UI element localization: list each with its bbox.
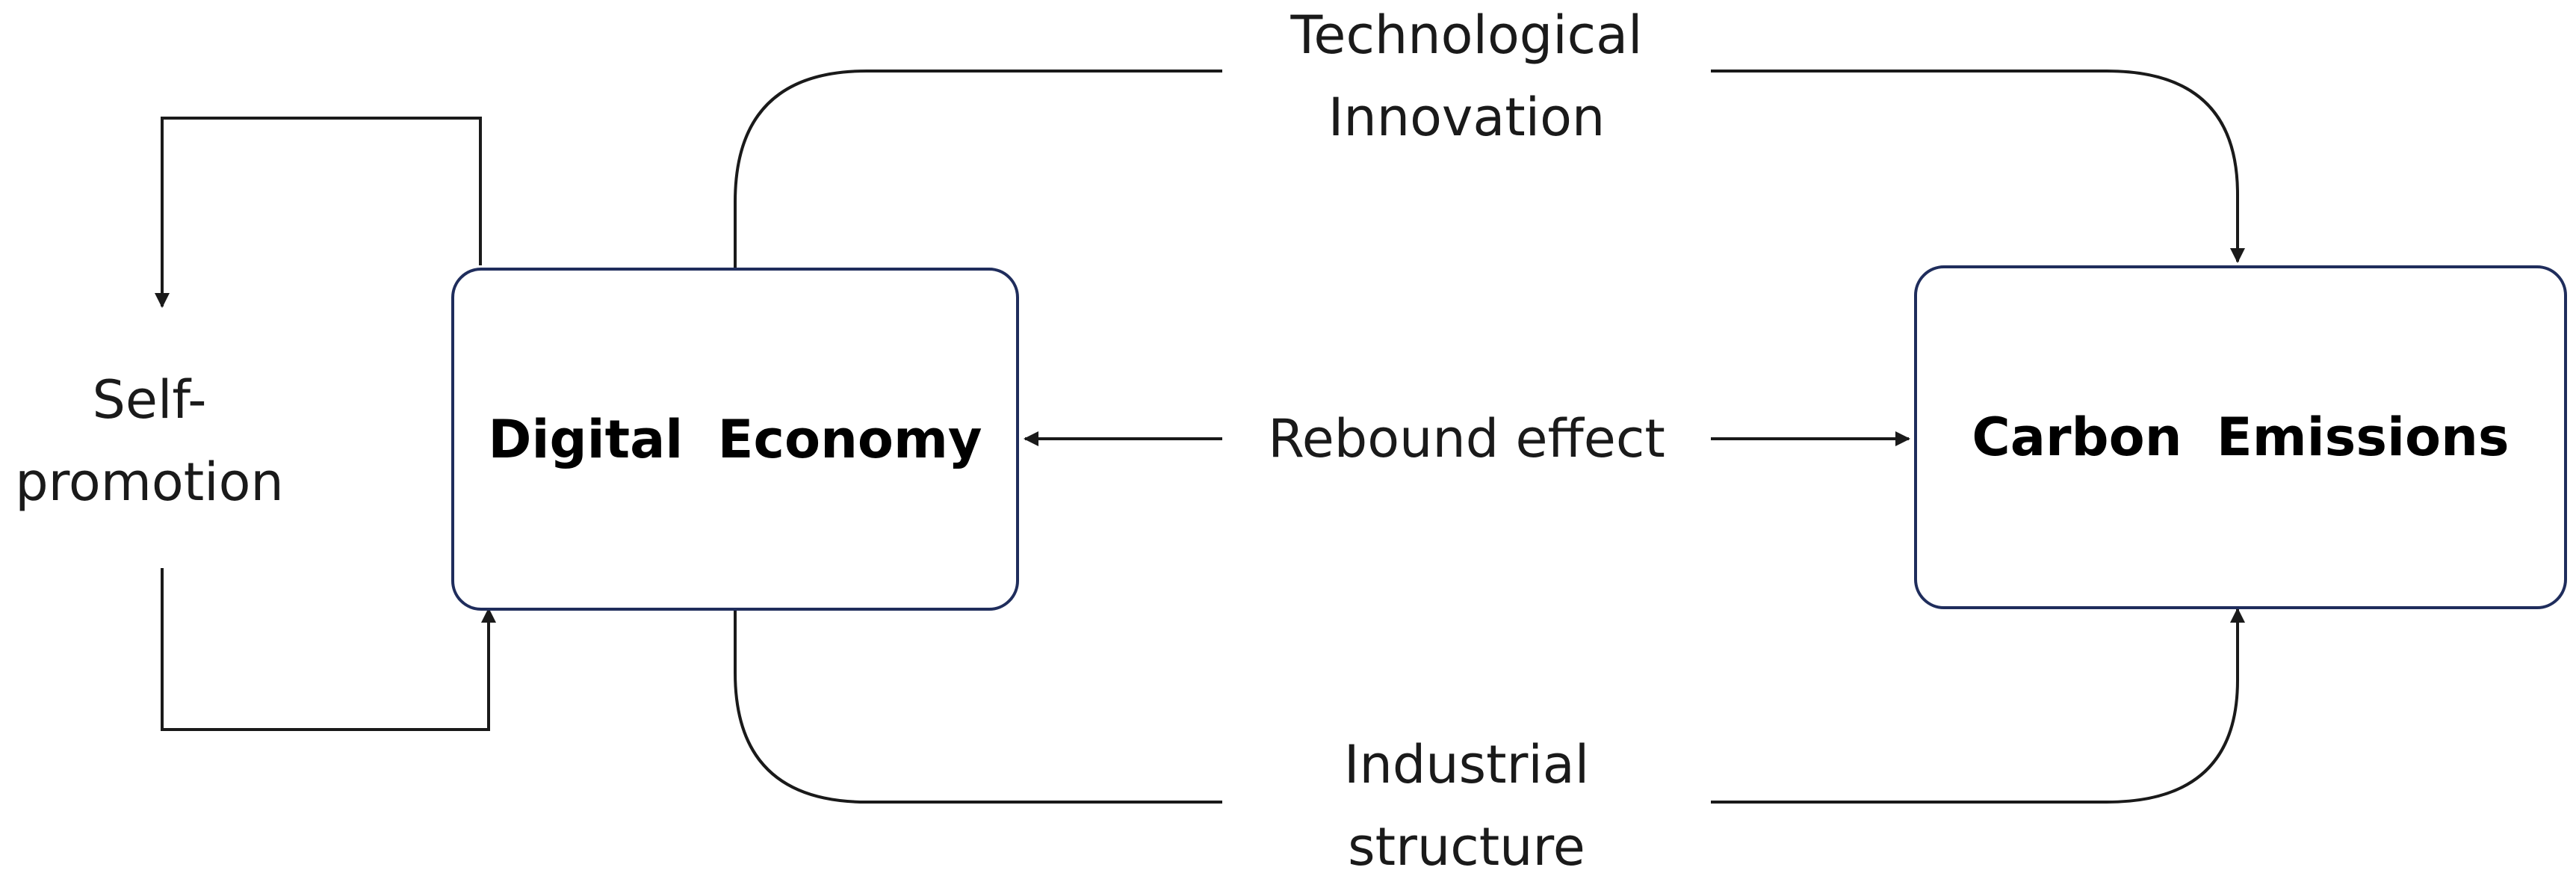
industrial-structure-left-curve: [734, 611, 1222, 804]
tech-innovation-left-curve: [734, 70, 1222, 268]
self-loop-bottom-line: [161, 568, 496, 731]
industrial-structure-right-curve: [1711, 608, 2245, 804]
rebound-effect-label: Rebound effect: [1268, 408, 1665, 469]
technological-innovation-line-1: Technological: [1290, 4, 1643, 66]
carbon-emissions-label: Carbon Emissions: [1972, 407, 2510, 468]
industrial-structure-line-1: Industrial: [1343, 734, 1590, 795]
self-loop-top-line: [155, 117, 482, 308]
technological-innovation-label: Technological Innovation: [1225, 0, 1708, 158]
industrial-structure-label: Industrial structure: [1225, 724, 1708, 888]
digital-economy-box: Digital Economy: [451, 268, 1019, 611]
tech-innovation-right-curve: [1711, 70, 2245, 263]
carbon-emissions-box: Carbon Emissions: [1914, 265, 2567, 609]
digital-economy-label: Digital Economy: [488, 408, 982, 470]
self-promotion-label: Self- promotion: [0, 359, 299, 523]
self-promotion-line-2: promotion: [15, 451, 284, 513]
self-promotion-line-1: Self-: [92, 369, 207, 431]
industrial-structure-line-2: structure: [1348, 816, 1585, 878]
technological-innovation-line-2: Innovation: [1328, 87, 1606, 148]
